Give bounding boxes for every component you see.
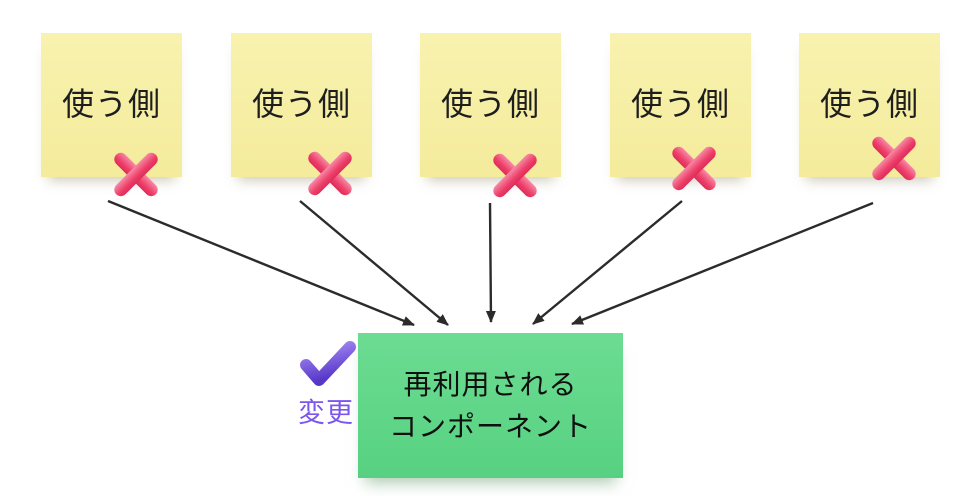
arrow-consumer-2-to-component (299, 200, 449, 326)
sticky-note-consumer-4[interactable]: 使う側 (610, 33, 751, 177)
sticky-note-label: 使う側 (61, 86, 161, 122)
arrow-consumer-1-to-component (107, 199, 415, 327)
sticky-note-consumer-3[interactable]: 使う側 (420, 33, 561, 177)
arrow-consumer-5-to-component (571, 201, 874, 326)
component-label-line1: 再利用される (403, 368, 578, 400)
component-label-line2: コンポーネント (388, 410, 592, 442)
change-label[interactable]: 変更 (298, 398, 354, 428)
sticky-note-consumer-1[interactable]: 使う側 (41, 33, 182, 177)
sticky-note-consumer-5[interactable]: 使う側 (799, 33, 940, 177)
component-box[interactable]: 再利用される コンポーネント (358, 333, 623, 478)
cross-mark-icon[interactable] (106, 144, 166, 204)
arrow-consumer-3-to-component (485, 202, 496, 323)
cross-mark-icon[interactable] (300, 143, 360, 203)
sticky-note-label: 使う側 (630, 86, 730, 122)
check-stroke (300, 341, 356, 386)
sticky-note-label: 使う側 (251, 86, 351, 122)
sticky-note-label: 使う側 (440, 86, 540, 122)
cross-mark-icon[interactable] (485, 145, 545, 205)
cross-mark-icon[interactable] (664, 138, 724, 198)
arrow-consumer-4-to-component (532, 200, 683, 325)
check-icon[interactable] (299, 341, 357, 386)
cross-mark-icon[interactable] (864, 128, 924, 188)
sticky-note-label: 使う側 (819, 86, 919, 122)
